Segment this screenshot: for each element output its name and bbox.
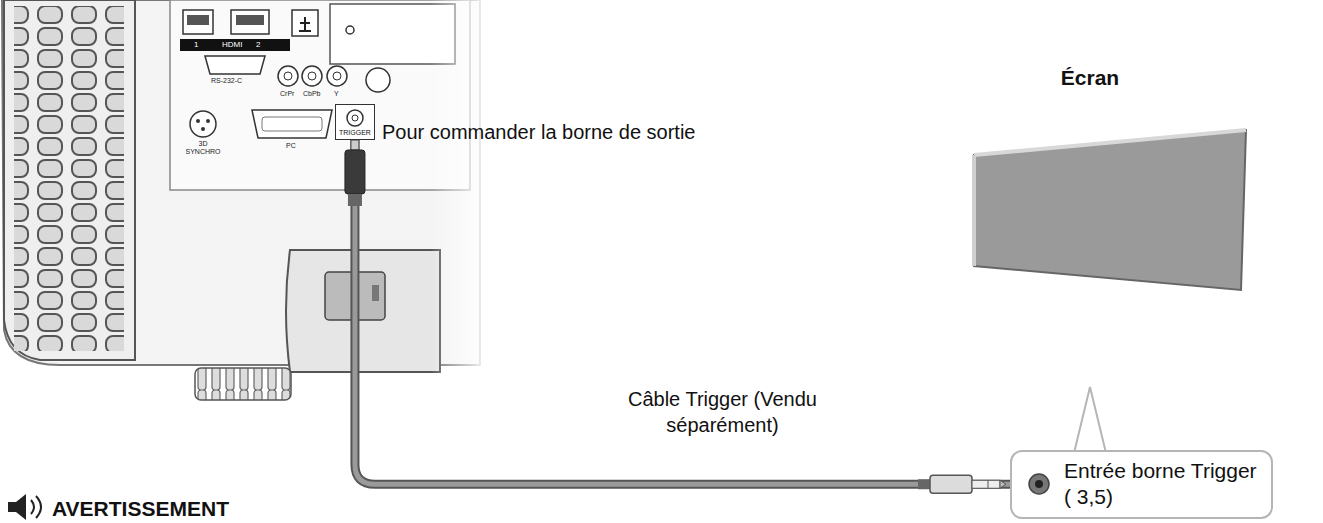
plug-ring: [988, 480, 989, 488]
trigger-terminal: TRIGGER: [335, 104, 375, 140]
screen-title: Écran: [960, 52, 1220, 90]
port-name: CrPr: [280, 90, 294, 98]
plug-tip: [351, 140, 359, 150]
callout-heading: Entrée borne Trigger: [1064, 458, 1257, 484]
callout-bubble: Entrée borne Trigger( 3,5): [1010, 450, 1273, 519]
jack-ring: [1029, 474, 1049, 494]
plug-body: [930, 475, 972, 493]
plug-point: [1000, 480, 1006, 488]
port-number: 2: [256, 41, 260, 50]
callout-pointer: [1074, 387, 1106, 453]
screen-edge: [972, 155, 976, 266]
jack-hole: [1035, 480, 1043, 488]
cable-label: Câble Trigger (Vendu séparément): [607, 386, 837, 438]
plug-tip: [972, 480, 1000, 488]
port-number: 1: [194, 41, 198, 50]
screen-surface: [974, 130, 1246, 290]
cable-outline: [355, 140, 1010, 484]
terminal-note: Pour commander la borne de sortie: [382, 121, 696, 143]
port-name: CbPb: [303, 90, 321, 98]
plug-strain: [918, 479, 930, 489]
port-name: TRIGGER: [339, 129, 371, 136]
jack-hole: [352, 115, 358, 121]
port-name: 3D SYNCHRO: [183, 140, 223, 155]
jack-ring: [347, 110, 363, 126]
plug-strain: [348, 194, 362, 206]
plug-body: [345, 150, 365, 194]
port-name: HDMI: [222, 41, 242, 50]
warning-heading: AVERTISSEMENT: [52, 497, 229, 520]
jack-symbol: [1026, 471, 1052, 497]
projection-screen: Écran: [960, 52, 1260, 297]
trigger-cable: [345, 140, 1010, 493]
callout-detail: ( 3,5): [1064, 484, 1257, 510]
cable-core: [355, 140, 1010, 484]
screen-edge: [974, 130, 1246, 155]
jack-symbol: [345, 108, 365, 128]
port-name: Y: [334, 90, 339, 98]
port-name: RS-232-C: [211, 77, 242, 85]
port-name: PC: [286, 142, 296, 150]
